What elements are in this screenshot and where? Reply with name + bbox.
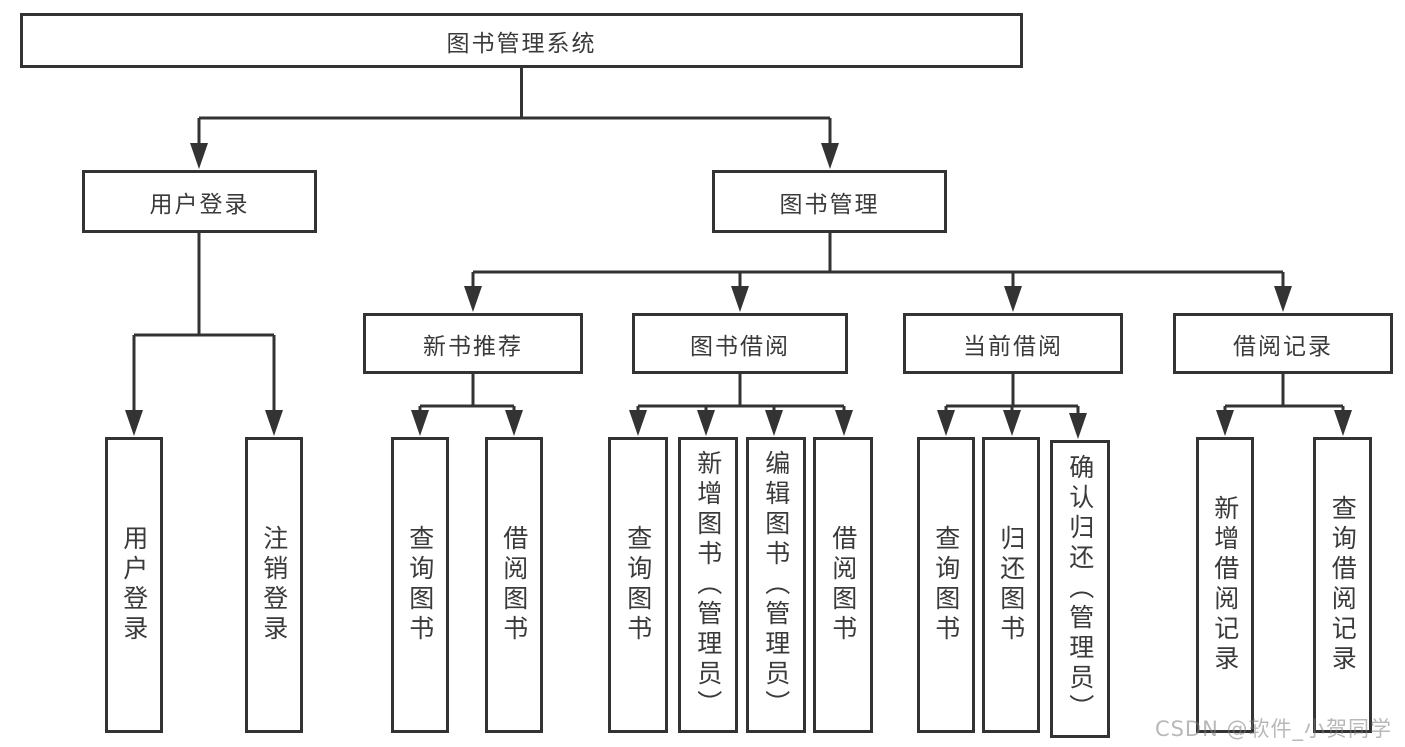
leaf-query-books-1: 查询图书	[391, 437, 449, 733]
leaf-borrow-books-1-label: 借阅图书	[499, 525, 529, 645]
leaf-query-books-2-label: 查询图书	[623, 525, 653, 645]
leaf-logout-label: 注销登录	[259, 525, 289, 645]
leaf-borrow-books-2: 借阅图书	[813, 437, 873, 733]
leaf-edit-book-admin-label: 编辑图书（管理员）	[761, 450, 791, 720]
node-new-book-recommend: 新书推荐	[363, 313, 583, 374]
node-borrowing-records: 借阅记录	[1173, 313, 1393, 374]
node-book-management: 图书管理	[712, 170, 947, 233]
connector-new-books	[411, 374, 523, 436]
leaf-query-books-2: 查询图书	[608, 437, 668, 733]
leaf-logout: 注销登录	[245, 437, 303, 733]
leaf-query-borrow-record-label: 查询借阅记录	[1328, 495, 1358, 675]
connector-current	[937, 374, 1087, 439]
leaf-confirm-return-admin: 确认归还（管理员）	[1050, 440, 1110, 738]
leaf-confirm-return-admin-label: 确认归还（管理员）	[1065, 454, 1095, 724]
leaf-add-book-admin: 新增图书（管理员）	[678, 437, 738, 733]
connector-book-management	[464, 233, 1292, 312]
leaf-add-borrow-record: 新增借阅记录	[1196, 437, 1254, 733]
leaf-query-books-3: 查询图书	[917, 437, 975, 733]
connector-records	[1216, 374, 1352, 436]
leaf-user-login: 用户登录	[105, 437, 163, 733]
leaf-query-books-1-label: 查询图书	[405, 525, 435, 645]
leaf-borrow-books-1: 借阅图书	[485, 437, 543, 733]
leaf-add-borrow-record-label: 新增借阅记录	[1210, 495, 1240, 675]
leaf-add-book-admin-label: 新增图书（管理员）	[693, 450, 723, 720]
node-book-borrowing: 图书借阅	[632, 313, 848, 374]
connector-borrowing	[629, 374, 853, 436]
leaf-edit-book-admin: 编辑图书（管理员）	[746, 437, 806, 733]
leaf-query-borrow-record: 查询借阅记录	[1313, 437, 1372, 733]
node-current-borrowing: 当前借阅	[903, 313, 1123, 374]
leaf-return-book-label: 归还图书	[996, 525, 1026, 645]
connector-root	[190, 68, 839, 169]
leaf-return-book: 归还图书	[982, 437, 1040, 733]
connector-user-login	[125, 233, 283, 436]
node-root: 图书管理系统	[20, 13, 1023, 68]
node-user-login: 用户登录	[82, 170, 317, 233]
leaf-user-login-label: 用户登录	[119, 525, 149, 645]
leaf-borrow-books-2-label: 借阅图书	[828, 525, 858, 645]
leaf-query-books-3-label: 查询图书	[931, 525, 961, 645]
